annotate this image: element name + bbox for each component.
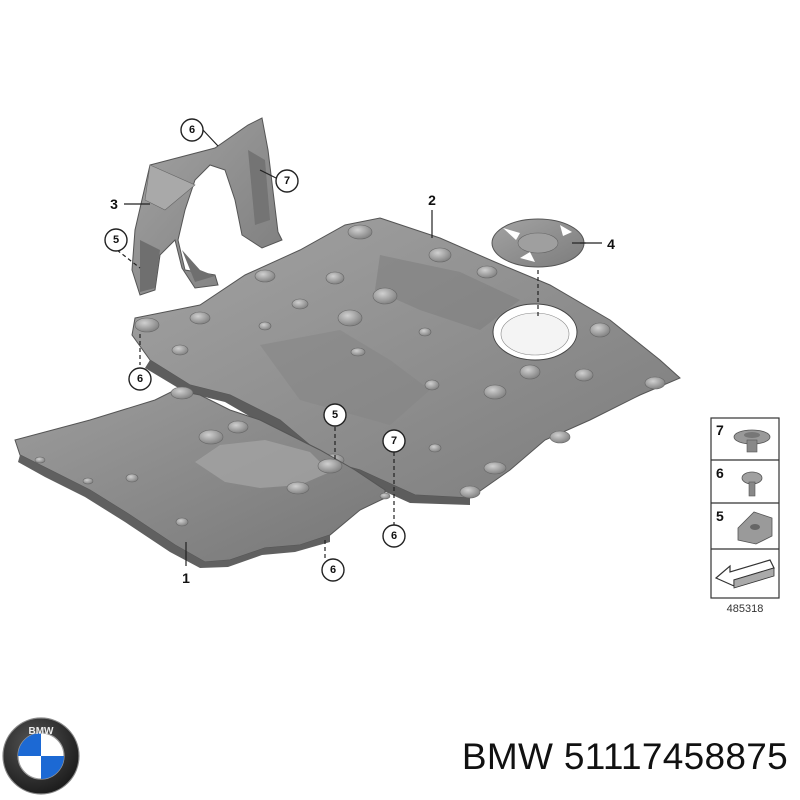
callout-7-mid: 7 (382, 429, 406, 453)
legend-number-6: 6 (716, 465, 724, 481)
svg-text:6: 6 (137, 373, 143, 385)
part-3-shield (131, 117, 283, 296)
part-2-main-panel (131, 217, 681, 505)
legend-number-7: 7 (716, 422, 724, 438)
callout-5-left: 5 (104, 228, 128, 252)
svg-text:7: 7 (391, 435, 397, 447)
svg-text:4: 4 (607, 236, 615, 252)
callout-3: 3 (110, 196, 118, 212)
fastener-legend: 7 6 5 (710, 417, 780, 599)
callout-6-left: 6 (128, 367, 152, 391)
callout-6-right: 6 (382, 524, 406, 548)
part-4-disc (491, 218, 585, 268)
callout-6-top: 6 (180, 118, 204, 142)
svg-text:BMW: BMW (29, 726, 55, 737)
reference-number: 485318 (727, 603, 764, 615)
svg-text:1: 1 (182, 570, 190, 586)
callout-7-top: 7 (275, 169, 299, 193)
callout-4: 4 (580, 236, 615, 252)
legend-number-5: 5 (716, 508, 724, 524)
svg-text:6: 6 (391, 530, 397, 542)
svg-text:7: 7 (284, 175, 290, 187)
clip-7-icon (733, 429, 771, 453)
svg-text:5: 5 (332, 409, 338, 421)
screw-6-icon (741, 471, 763, 497)
svg-text:6: 6 (189, 124, 195, 136)
bmw-logo: BMW (2, 717, 80, 795)
callout-2: 2 (428, 192, 436, 208)
part-1-front-shield (14, 386, 391, 568)
svg-text:2: 2 (428, 192, 436, 208)
svg-text:5: 5 (113, 234, 119, 246)
callout-6-bottom: 6 (321, 558, 345, 582)
nut-5-icon (737, 511, 773, 545)
callout-5-mid: 5 (323, 403, 347, 427)
leader-lines (116, 129, 586, 566)
callout-1: 1 (182, 570, 190, 586)
svg-text:6: 6 (330, 564, 336, 576)
part-number-label: BMW 51117458875 (461, 736, 788, 777)
svg-text:3: 3 (110, 196, 118, 212)
direction-arrow-icon (714, 559, 775, 589)
